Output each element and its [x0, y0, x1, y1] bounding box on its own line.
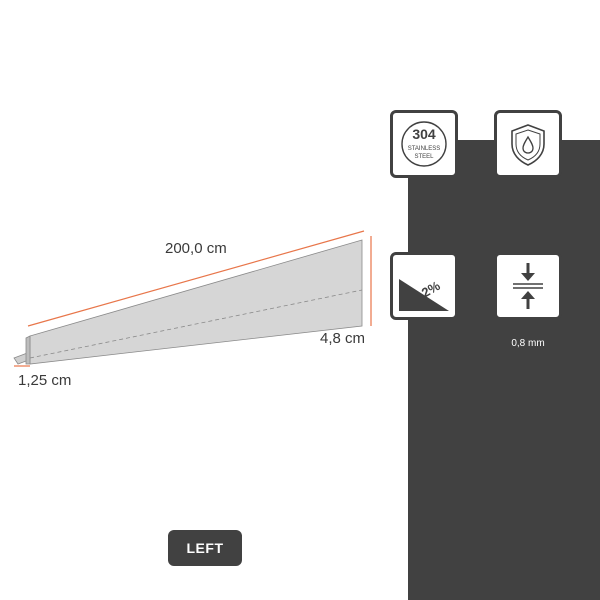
thickness-value-label: 0,8 mm [511, 338, 545, 349]
steel-grade-text: 304 [412, 126, 436, 142]
stainless-steel-icon-box: 304 STAINLESS STEEL [390, 110, 458, 178]
base-width-label: 1,25 cm [18, 372, 72, 389]
protection-icon-box [494, 110, 562, 178]
side-left-badge: LEFT [168, 530, 242, 566]
height-label: 4,8 cm [320, 330, 366, 347]
dark-background-panel [408, 140, 600, 600]
length-dimension-line [27, 230, 365, 327]
length-label: 200,0 cm [165, 240, 227, 257]
steel-line1-text: STAINLESS [408, 146, 441, 152]
stainless-steel-304-icon: 304 STAINLESS STEEL [401, 121, 447, 167]
shield-drop-icon [511, 124, 545, 166]
thickness-icon-box [494, 252, 562, 320]
slope-icon: 2% [399, 278, 449, 311]
profile-hidden-line [29, 289, 363, 359]
profile-front-edge [25, 335, 31, 365]
thickness-arrows-icon [513, 263, 543, 309]
profile-plate [29, 239, 363, 365]
slope-icon-box: 2% [390, 252, 458, 320]
steel-line2-text: STEEL [414, 154, 434, 160]
